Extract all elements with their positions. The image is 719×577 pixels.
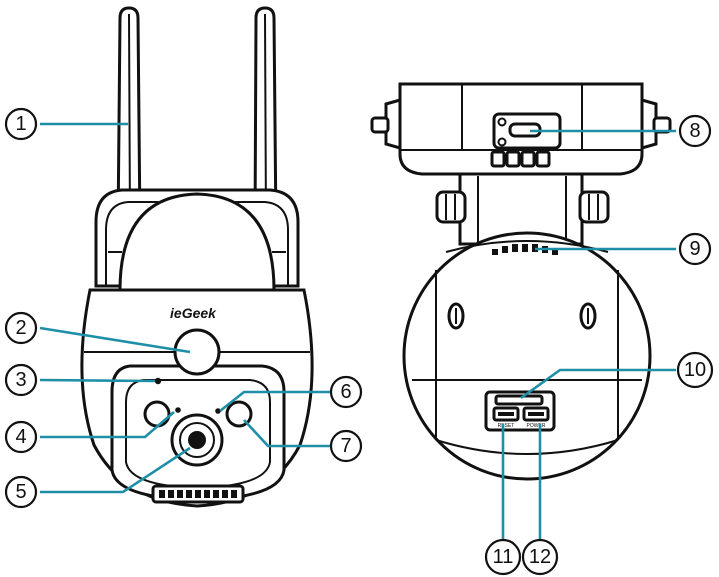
- callout-11: 11: [484, 538, 522, 576]
- control-panel: RESET POWER: [484, 390, 556, 432]
- adjustment-knob-left: [435, 190, 467, 224]
- svg-text:11: 11: [493, 546, 514, 568]
- svg-text:9: 9: [689, 238, 700, 260]
- camera-dome: [118, 192, 276, 292]
- mount-screws: [490, 150, 551, 168]
- camera-lens: [170, 413, 224, 467]
- status-indicator: [175, 407, 181, 413]
- antenna-left: [116, 6, 142, 232]
- callout-9: 9: [678, 232, 712, 266]
- brand-logo: ieGeek: [170, 305, 217, 321]
- callout-7: 7: [329, 429, 363, 463]
- callout-1: 1: [4, 107, 38, 141]
- sd-card-slot: [494, 394, 544, 406]
- reset-button-label: RESET: [498, 423, 515, 429]
- spotlight-left: [143, 400, 171, 428]
- svg-text:3: 3: [15, 369, 26, 391]
- svg-text:1: 1: [15, 113, 26, 135]
- svg-text:2: 2: [15, 317, 26, 339]
- callouts: 1 2 3 4 5 6 7 8: [4, 107, 714, 576]
- svg-text:4: 4: [15, 426, 26, 448]
- svg-text:12: 12: [529, 546, 551, 568]
- callout-5: 5: [4, 475, 38, 509]
- svg-text:5: 5: [15, 481, 26, 503]
- callout-2: 2: [4, 311, 38, 345]
- leader-lines: [39, 122, 676, 540]
- antenna-right: [253, 6, 278, 232]
- light-sensor: [154, 377, 162, 385]
- svg-text:7: 7: [340, 435, 351, 457]
- back-view: RESET POWER: [370, 82, 672, 481]
- callout-8: 8: [678, 114, 712, 148]
- front-grille-slots: [159, 490, 237, 498]
- callout-6: 6: [329, 375, 363, 409]
- callout-3: 3: [4, 363, 38, 397]
- callout-12: 12: [521, 538, 559, 576]
- callout-10: 10: [676, 351, 714, 389]
- front-view: ieGeek: [80, 6, 314, 508]
- camera-ball-head: [402, 231, 652, 481]
- svg-text:8: 8: [689, 120, 700, 142]
- adjustment-knob-right: [578, 190, 610, 224]
- svg-text:6: 6: [340, 381, 351, 403]
- callout-4: 4: [4, 420, 38, 454]
- pir-sensor: [173, 328, 221, 376]
- power-button-label: POWER: [527, 423, 546, 429]
- svg-text:10: 10: [684, 359, 706, 381]
- microphone: [215, 408, 221, 414]
